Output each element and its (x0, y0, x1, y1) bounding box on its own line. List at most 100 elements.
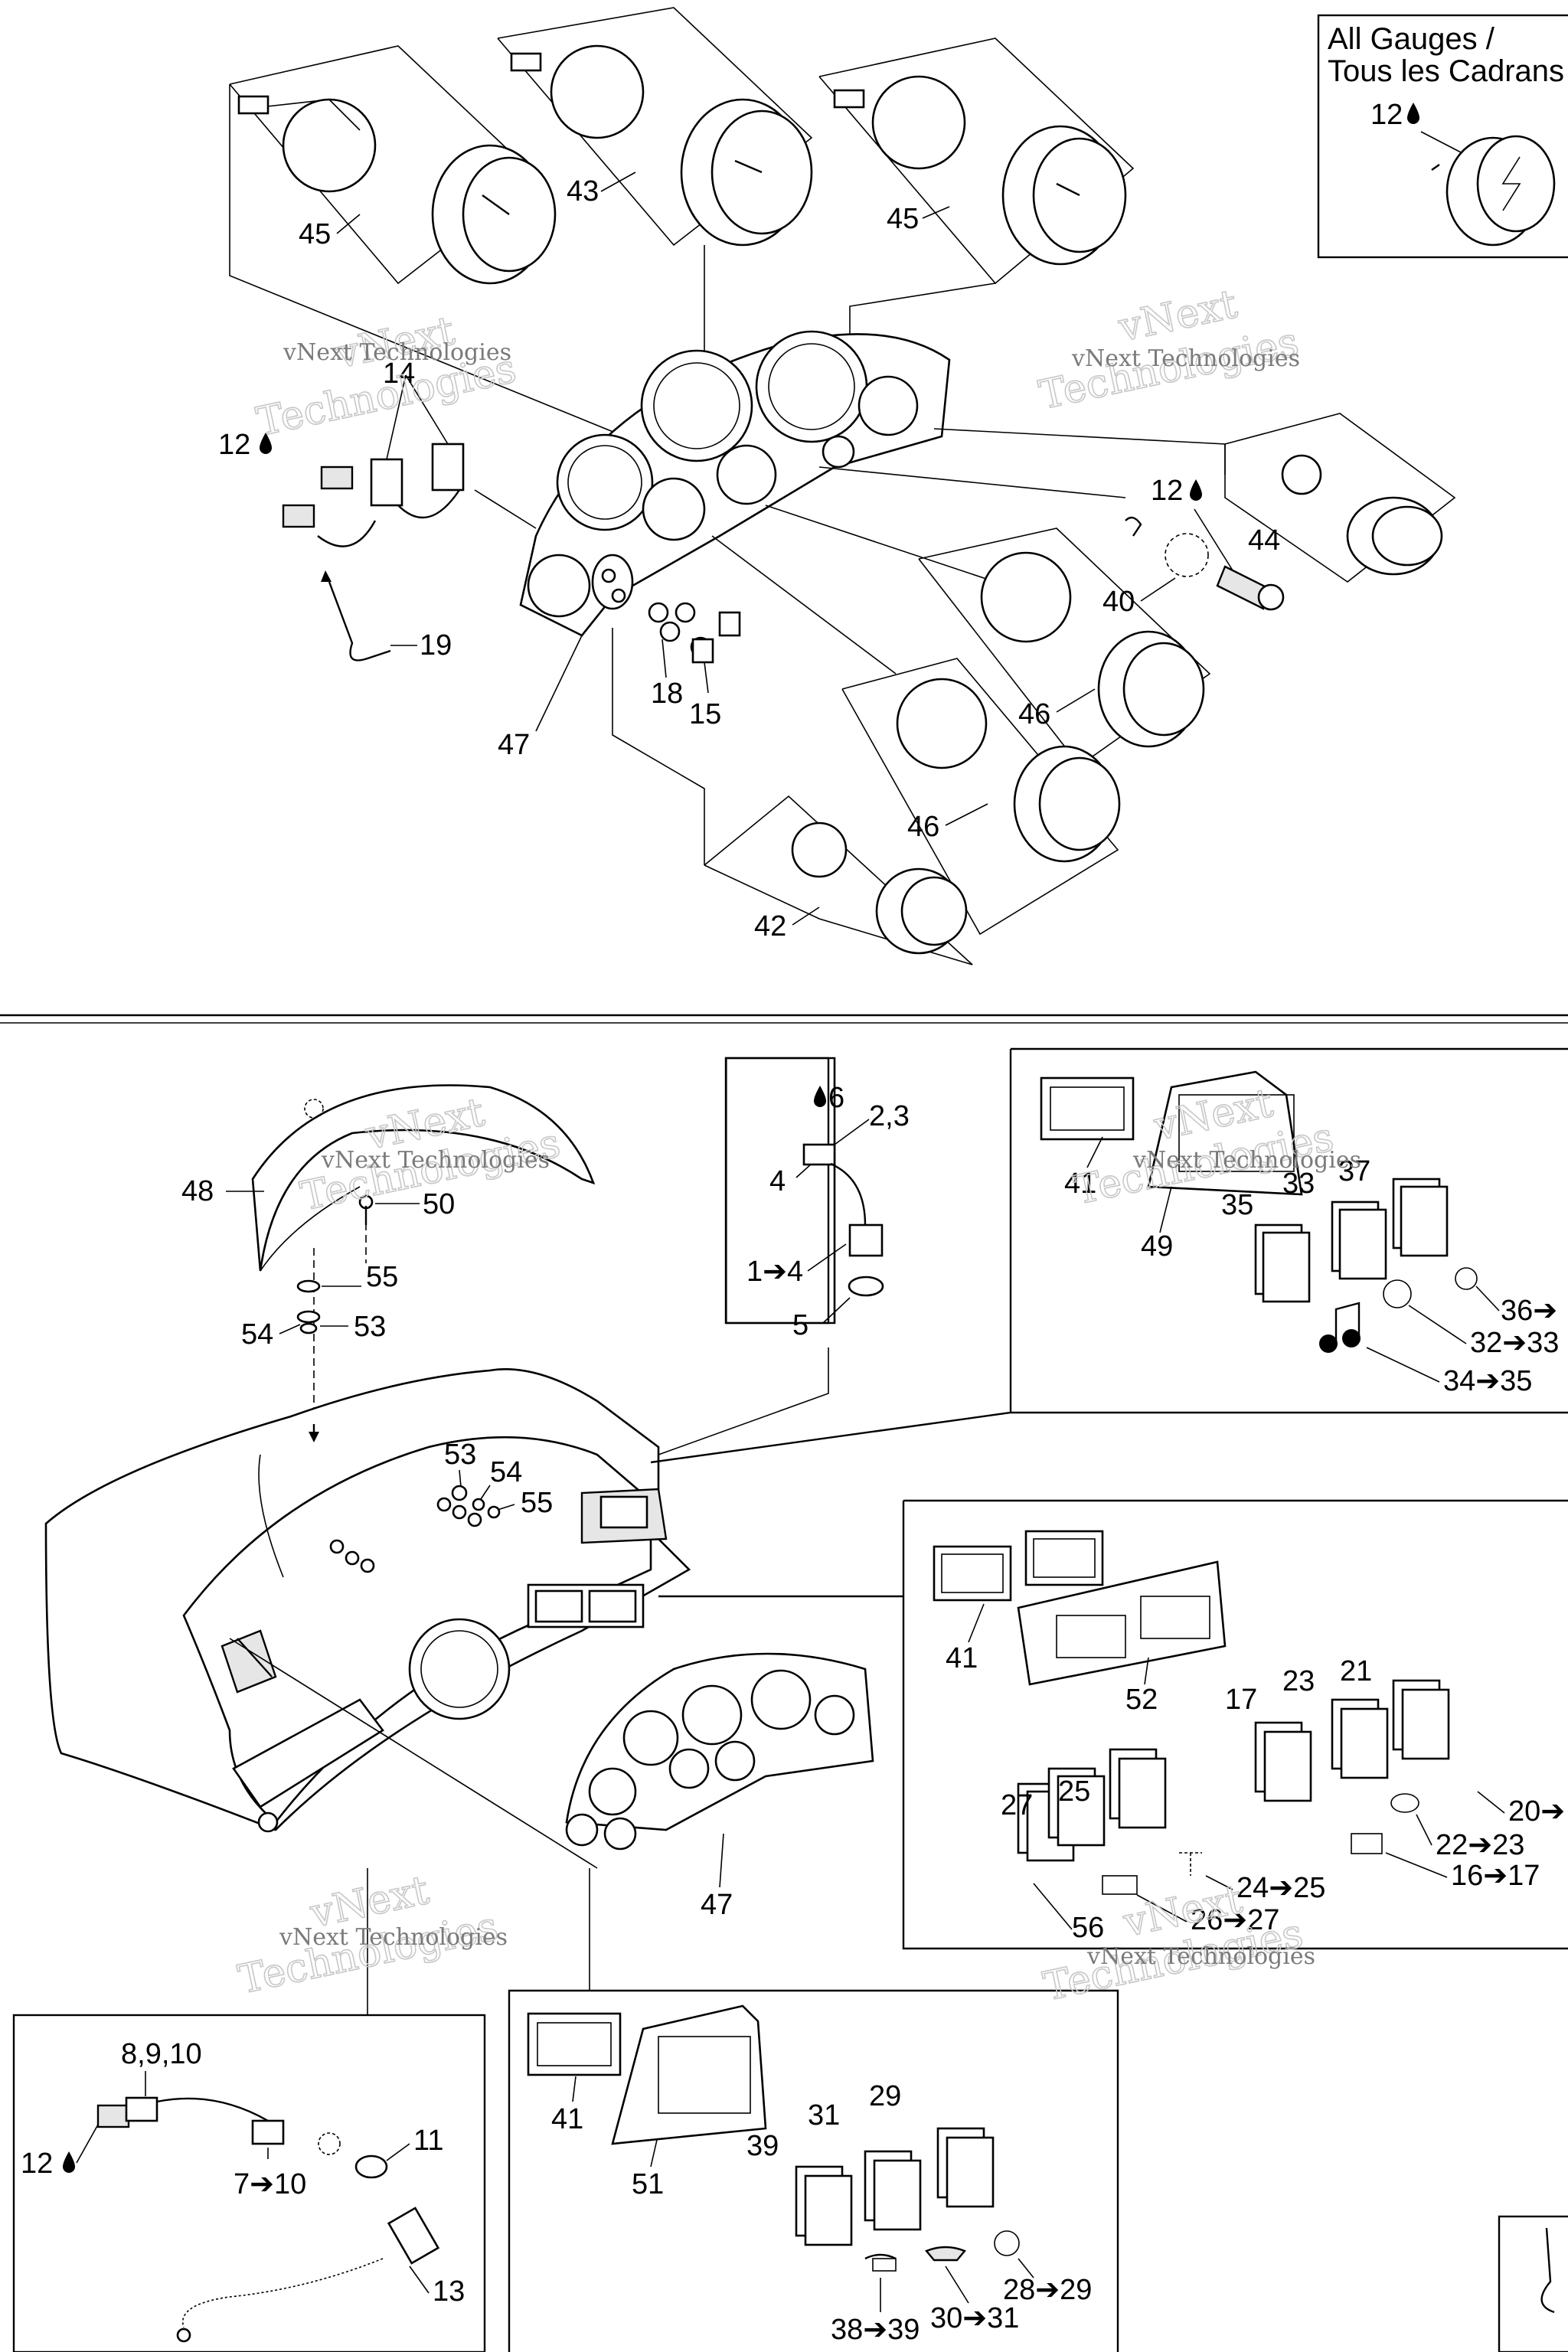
callout-22-23: 22➔23 (1436, 1829, 1524, 1861)
toggle-switch-pair (282, 374, 537, 547)
callout-25: 25 (1058, 1775, 1090, 1808)
callout-43: 43 (567, 175, 599, 207)
callout-44: 44 (1248, 524, 1280, 557)
callout-41-upper: 41 (1064, 1168, 1096, 1200)
lubricant-drop-icon-2 (260, 433, 272, 454)
callout-11: 11 (413, 2125, 443, 2157)
callout-40: 40 (1102, 586, 1135, 618)
callout-55-dash: 55 (521, 1487, 553, 1519)
callout-51: 51 (632, 2168, 664, 2200)
gauge-46-upper (918, 528, 1211, 767)
watermark-text-6: vNext Technologies (1086, 1943, 1315, 1970)
callout-7-10: 7➔10 (234, 2168, 306, 2200)
callout-47-lower: 47 (701, 1889, 733, 1921)
callout-2-3: 2,3 (869, 1100, 910, 1132)
callout-15: 15 (689, 698, 721, 730)
callout-21: 21 (1340, 1655, 1372, 1687)
callout-38-39: 38➔39 (831, 2314, 920, 2346)
gauge-44 (1224, 413, 1456, 583)
bulb-and-washers (648, 602, 741, 664)
callout-4: 4 (769, 1165, 786, 1197)
gauge-cluster-47-lower (565, 1652, 874, 1851)
callout-52: 52 (1125, 1684, 1158, 1716)
callout-6: 6 (828, 1082, 844, 1114)
watermark-text-5: vNext Technologies (279, 1924, 508, 1951)
callout-49: 49 (1141, 1230, 1173, 1263)
callout-12-box: 12 (1370, 99, 1403, 131)
callout-26-27: 26➔27 (1191, 1904, 1279, 1936)
callout-8-9-10: 8,9,10 (121, 2038, 202, 2070)
all-gauges-title-line1: All Gauges / (1328, 22, 1495, 56)
callout-12-left: 12 (218, 429, 250, 461)
lubricant-drop-icon (1407, 103, 1419, 124)
callout-29: 29 (869, 2080, 901, 2112)
callout-27: 27 (1001, 1789, 1033, 1821)
callout-35: 35 (1221, 1189, 1253, 1221)
gauge-42 (704, 795, 973, 965)
callout-28-29: 28➔29 (1003, 2274, 1092, 2306)
lubricant-drop-icon-3 (1190, 479, 1202, 501)
callout-56: 56 (1072, 1912, 1104, 1944)
callout-16-17: 16➔17 (1451, 1860, 1540, 1892)
callout-37: 37 (1338, 1155, 1370, 1187)
callout-17: 17 (1225, 1684, 1257, 1716)
callout-20: 20➔ (1508, 1795, 1565, 1828)
switch-panel-51-box (508, 1868, 1119, 2352)
gauge-45-left (229, 45, 557, 285)
callout-13: 13 (433, 2275, 465, 2308)
callout-23: 23 (1282, 1665, 1315, 1697)
gauge-45-right (818, 38, 1135, 285)
callout-5: 5 (792, 1309, 808, 1341)
callout-18: 18 (651, 678, 683, 710)
watermark-text-1: vNext Technologies (283, 339, 511, 366)
callout-53-dash: 53 (444, 1439, 476, 1471)
callout-1-4: 1➔4 (746, 1256, 803, 1288)
horn-bulb-40 (1125, 516, 1285, 611)
callout-46-upper: 46 (1018, 698, 1050, 730)
callout-50: 50 (423, 1188, 455, 1220)
callout-14: 14 (383, 358, 415, 390)
all-gauges-box: All Gauges / Tous les Cadrans 12 (1317, 14, 1568, 259)
callout-36: 36➔ (1501, 1295, 1557, 1327)
switch-panel-52-box (658, 1499, 1568, 1950)
gauge-43 (497, 7, 813, 247)
callout-30-31: 30➔31 (930, 2302, 1019, 2334)
callout-41-lower: 41 (551, 2103, 583, 2135)
callout-45-left: 45 (299, 218, 331, 250)
gauge-sealant-part (1431, 135, 1556, 247)
gauge-cluster-panel (519, 330, 951, 637)
callout-33: 33 (1282, 1168, 1315, 1200)
callout-12-right: 12 (1151, 475, 1183, 507)
lanyard-box (12, 1868, 486, 2352)
dashboard-console (44, 1368, 691, 1833)
cable-tie-icon (1540, 2227, 1555, 2314)
callout-46-lower: 46 (907, 811, 939, 843)
gauge-46-lower (841, 658, 1121, 936)
screw-50 (358, 1194, 374, 1225)
dash-visor-48 (251, 1084, 596, 1272)
callout-41-middle: 41 (946, 1642, 978, 1674)
callout-55-upper: 55 (366, 1261, 398, 1293)
watermark-text-2: vNext Technologies (1071, 345, 1300, 372)
callout-48: 48 (181, 1175, 214, 1207)
callout-31: 31 (808, 2099, 840, 2132)
callout-34-35: 34➔35 (1443, 1365, 1532, 1397)
cable-tie-inset-box (1498, 2215, 1568, 2352)
callout-54-dash: 54 (490, 1456, 522, 1488)
callout-32-33: 32➔33 (1470, 1327, 1559, 1359)
callout-45-right: 45 (887, 203, 919, 235)
lubricant-drop-icon-5 (63, 2151, 75, 2173)
callout-19: 19 (420, 629, 452, 662)
callout-39: 39 (746, 2130, 779, 2162)
drain-hose-part (802, 1143, 884, 1297)
washers-53-54-55 (296, 1279, 321, 1334)
watermark-text-3: vNext Technologies (321, 1147, 550, 1174)
callout-24-25: 24➔25 (1236, 1872, 1325, 1904)
callout-42: 42 (754, 910, 786, 942)
cable-tie-19 (321, 570, 391, 662)
callout-54-upper: 54 (241, 1318, 273, 1351)
watermark-text-4: vNext Technologies (1132, 1147, 1361, 1174)
oil-plug-frame (724, 1057, 830, 1325)
all-gauges-title-line2: Tous les Cadrans (1328, 54, 1564, 88)
